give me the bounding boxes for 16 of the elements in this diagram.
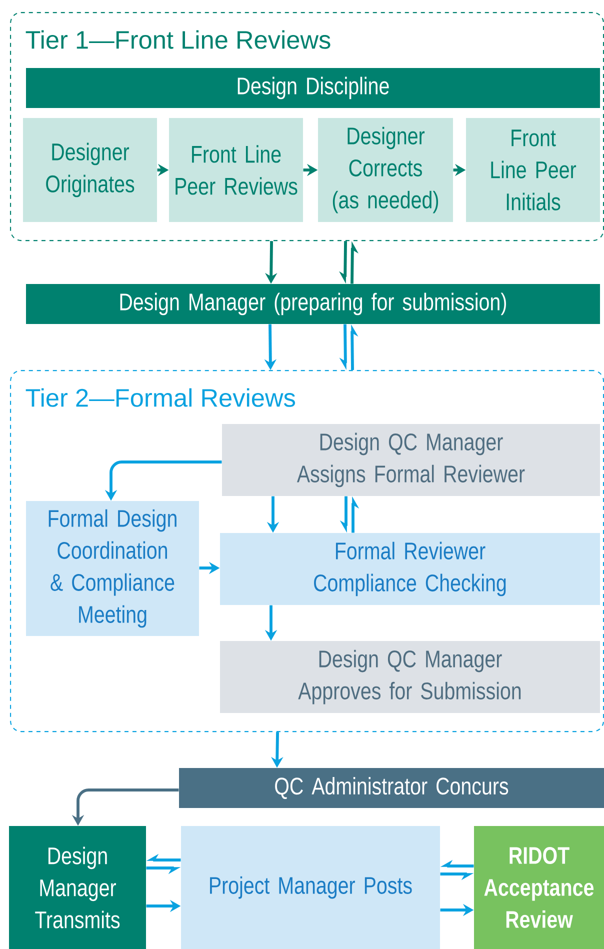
process-box: Designer Corrects (as needed) — [318, 118, 453, 222]
header-bar: Design Manager (preparing for submission) — [26, 284, 600, 324]
process-box: Front Line Peer Reviews — [169, 118, 303, 222]
process-box: Design QC Manager Approves for Submission — [220, 641, 600, 713]
header-bar: QC Administrator Concurs — [179, 768, 604, 808]
header-bar: Design Discipline — [26, 68, 600, 108]
process-box: Design QC Manager Assigns Formal Reviewer — [222, 424, 600, 496]
section-title: Tier 1—Front Line Reviews — [26, 30, 330, 49]
process-box: Front Line Peer Initials — [466, 118, 600, 222]
section-title: Tier 2—Formal Reviews — [26, 388, 296, 407]
process-box: Formal Design Coordination & Compliance Meeting — [26, 501, 199, 636]
process-box: Formal Reviewer Compliance Checking — [220, 533, 600, 605]
process-box: Designer Originates — [23, 118, 157, 222]
process-box: RIDOT Acceptance Review — [474, 826, 604, 949]
process-box: Design Manager Transmits — [9, 826, 146, 949]
process-box: Project Manager Posts — [181, 826, 440, 949]
